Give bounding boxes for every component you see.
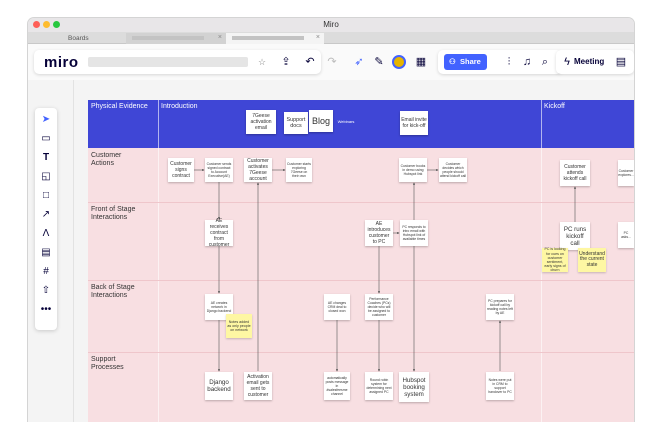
select-tool-icon[interactable]: ➤ [41,114,51,125]
close-tab-icon[interactable]: × [217,34,222,41]
more-tools-icon[interactable]: ••• [40,304,52,315]
connector-layer [194,168,577,372]
blueprint-card[interactable]: Customer explores... [618,160,634,186]
share-button[interactable]: ⚇ Share [444,54,487,70]
row-label-support-processes: Support Processes [91,356,124,371]
left-toolbar: ➤ ▭ T ◱ □ ↗ Ʌ ▤ # ⇧ ••• [35,108,57,330]
row-divider [88,352,634,353]
title-bar: Miro [28,18,634,32]
column-divider [158,100,159,422]
blueprint-card[interactable]: Customer attends kickoff call [560,160,590,186]
physical-evidence-row [88,100,634,148]
tab-blurred-2-active[interactable]: × [226,33,324,44]
blueprint-card[interactable]: Customer sends signed contract to Accoun… [205,158,233,182]
minimize-window-button[interactable] [43,21,50,28]
pen-icon[interactable]: ✎ [374,56,384,68]
sticky-note[interactable]: PC is looking for cues on customer senti… [542,247,568,272]
text-tool-icon[interactable]: T [42,152,50,163]
tab-blurred-1[interactable]: × [126,33,226,44]
row-label-back-stage: Back of Stage Interactions [91,284,135,299]
row-divider [88,280,634,281]
notes-icon[interactable]: ▤ [615,56,627,68]
blueprint-card[interactable]: Django backend [205,372,233,400]
header-card[interactable]: Blog [309,110,333,132]
top-toolbar: miro ☆ ⇪ ↶ ↷ ➶ ✎ ▦ ⚇ Share ⫶ ♫ ⌕ ϟ Meeti… [28,44,634,80]
kickoff-column-title: Kickoff [544,103,565,110]
upload-icon[interactable]: ⇪ [281,56,291,68]
browser-window: Miro Boards × × miro ☆ ⇪ ↶ ↷ ➶ ✎ ▦ [28,18,634,422]
blueprint-card[interactable]: Customer signs contract [168,158,194,182]
header-card[interactable]: 7Geese activation email [246,110,276,134]
sticky-note-tool-icon[interactable]: ◱ [41,171,51,182]
maximize-window-button[interactable] [53,21,60,28]
blueprint-card[interactable]: Customer decides which people should att… [439,158,467,182]
pen-tool-icon[interactable]: Ʌ [42,228,50,239]
bell-icon[interactable]: ♫ [522,56,532,68]
blueprint-card[interactable]: Activation email gets sent to customer [244,372,272,400]
header-card[interactable]: Support docs [284,112,308,134]
meeting-button[interactable]: Meeting [574,57,605,66]
reactions-icon[interactable]: ➶ [354,56,364,68]
header-card[interactable]: Email invite for kick-off [400,111,428,135]
blueprint-card[interactable]: Notes were put in CRM to support handove… [486,372,514,400]
introduction-column-title: Introduction [161,103,198,110]
sticky-note[interactable]: Notes added as only people on network [226,314,252,338]
blueprint-card[interactable]: PC asks... [618,222,634,248]
blueprint-card[interactable]: Customer starts exploring 7Geese on thei… [286,158,312,182]
undo-redo-pill: ↶ ↷ [298,50,346,74]
window-title: Miro [323,20,339,29]
sticky-note[interactable]: Understand the current state [578,248,606,272]
blueprint-card[interactable]: AE introduces customer to PC [365,220,393,246]
canvas-grid-line [73,80,74,422]
lightning-icon[interactable]: ϟ [564,56,570,68]
close-window-button[interactable] [33,21,40,28]
row-label-customer-actions: Customer Actions [91,152,122,167]
blueprint-card[interactable]: PC prepares for kickoff call by reading … [486,294,514,320]
templates-tool-icon[interactable]: ▭ [41,133,51,144]
physical-evidence-label: Physical Evidence [91,103,148,110]
blueprint-card[interactable]: Round robin system for determining next … [365,372,393,400]
tab-bar: Boards × × [28,32,634,44]
meeting-pill: ϟ Meeting ▤ [556,50,634,74]
search-icon[interactable]: ⌕ [541,56,549,68]
avatar[interactable] [392,55,406,69]
tab-title-placeholder [132,36,204,41]
upload-tool-icon[interactable]: ⇧ [41,285,51,296]
row-divider [88,202,634,203]
frame-tool-icon[interactable]: # [43,266,49,277]
blueprint-card[interactable]: automatically posts message in #salesfee… [324,372,350,400]
board-name-pill: miro ☆ ⇪ [34,50,321,74]
tab-boards[interactable]: Boards [62,33,124,44]
connector-tool-icon[interactable]: ↗ [41,209,51,220]
blueprint-card[interactable]: AE receives contract from customer [205,218,233,248]
header-card[interactable]: Webinars [337,118,355,124]
tab-title-placeholder [232,36,304,41]
blueprint-card[interactable]: Customer activates 7Geese account [244,158,272,182]
blueprint-card[interactable]: Customer books in demo using Hubspot lin… [399,158,427,182]
close-tab-icon[interactable]: × [315,34,320,41]
board-name-placeholder[interactable] [88,57,248,67]
column-divider [541,100,542,422]
blueprint-card[interactable]: Hubspot booking system [399,372,429,402]
apps-icon[interactable]: ▦ [415,56,427,68]
tab-label: Boards [68,35,89,42]
blueprint-card[interactable]: AE changes CRM deal to closed won [324,294,350,320]
row-label-front-stage: Front of Stage Interactions [91,206,136,221]
shape-tool-icon[interactable]: □ [42,190,50,201]
blueprint-card[interactable]: Performance Coaches (PCs) decide who wil… [365,294,393,320]
board-canvas[interactable]: Physical Evidence Introduction Kickoff C… [28,80,634,422]
share-pill: ⚇ Share ⫶ ♫ ⌕ [438,50,562,74]
star-icon[interactable]: ☆ [257,57,267,67]
comment-tool-icon[interactable]: ▤ [41,247,51,258]
settings-icon[interactable]: ⫶ [507,56,511,68]
undo-icon[interactable]: ↶ [305,56,315,68]
blueprint-card[interactable]: PC responds to intro email with Hubspot … [400,220,428,246]
blueprint-card[interactable]: PC runs kickoff call [560,222,590,250]
collab-pill: ➶ ✎ ▦ [350,50,434,74]
redo-icon[interactable]: ↷ [327,56,337,68]
miro-logo[interactable]: miro [44,54,79,71]
user-icon: ⚇ [449,57,456,66]
